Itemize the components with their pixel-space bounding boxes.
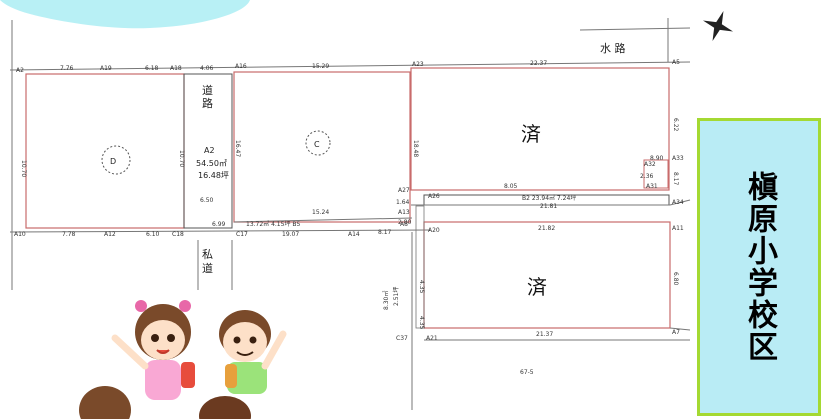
svg-text:7.76: 7.76 [60,65,74,72]
svg-text:A34: A34 [672,199,684,206]
svg-text:A8: A8 [400,221,408,228]
svg-text:A12: A12 [104,231,116,238]
lot-d-circle [101,145,131,175]
lot-sumi2-boundary [423,221,671,329]
svg-text:8.90: 8.90 [650,155,664,162]
private-road-label-1: 私 [202,248,213,261]
svg-text:A14: A14 [348,231,360,238]
svg-text:10.70: 10.70 [178,150,185,167]
waterway-label: 水 路 [600,42,626,55]
svg-text:A21: A21 [426,335,438,342]
road-label-1: 道 [202,83,213,97]
svg-text:A2: A2 [204,146,215,155]
svg-text:A33: A33 [672,155,684,162]
private-road-label-2: 道 [202,261,213,275]
svg-text:15.29: 15.29 [312,63,329,70]
side-area-tsubo: 2.51坪 [392,287,400,306]
svg-text:A31: A31 [646,183,658,190]
road-label-2: 路 [202,97,213,110]
compass-icon [702,10,734,42]
svg-text:6.50: 6.50 [200,197,214,204]
school-district-label: 槇原小学校区 [742,171,777,363]
b5-area: 13.72㎡ 4.15坪 B5 [246,220,300,228]
svg-text:A10: A10 [14,231,26,238]
svg-text:C37: C37 [396,335,408,342]
lot-sumi2-label: 済 [527,275,547,299]
svg-text:21.81: 21.81 [540,203,557,210]
svg-text:6.18: 6.18 [145,65,159,72]
lot-c-label: C [314,140,320,149]
svg-text:A19: A19 [100,65,112,72]
road-strip [183,73,233,229]
svg-text:19.07: 19.07 [282,231,299,238]
lot-d-label: D [110,157,116,166]
svg-text:4.06: 4.06 [200,65,214,72]
svg-text:C18: C18 [172,231,184,238]
svg-text:1.64: 1.64 [396,199,410,206]
svg-text:16.47: 16.47 [234,140,241,157]
side-area: 8.30㎡ [382,291,390,310]
svg-text:8.17: 8.17 [378,229,392,236]
svg-text:A27: A27 [398,187,410,194]
svg-text:A32: A32 [644,161,656,168]
road-area: 54.50㎡ [196,159,227,168]
svg-text:6.80: 6.80 [672,272,679,286]
svg-text:6.10: 6.10 [146,231,160,238]
svg-text:A23: A23 [412,61,424,68]
svg-text:21.37: 21.37 [536,331,553,338]
svg-text:A16: A16 [235,63,247,70]
children-illustration [79,300,287,419]
svg-text:7.78: 7.78 [62,231,76,238]
svg-text:2.36: 2.36 [640,173,654,180]
svg-text:15.24: 15.24 [312,209,329,216]
parcel-number: 67-5 [520,369,534,376]
lot-c-circle [305,130,331,156]
svg-text:A7: A7 [672,329,680,336]
lot-c-boundary [233,71,411,223]
svg-text:A13: A13 [398,209,410,216]
road-area-tsubo: 16.48坪 [198,171,229,180]
lot-sumi1-label: 済 [521,122,541,146]
svg-text:21.82: 21.82 [538,225,555,232]
svg-text:8.05: 8.05 [504,183,518,190]
svg-text:A18: A18 [170,65,182,72]
svg-text:A20: A20 [428,227,440,234]
svg-text:4.35: 4.35 [418,316,425,330]
svg-text:2.80: 2.80 [398,219,412,226]
svg-text:4.35: 4.35 [418,280,425,294]
school-district-box: 槇原小学校区 [697,118,821,416]
svg-text:6.22: 6.22 [672,118,679,132]
svg-text:10.70: 10.70 [20,160,27,177]
lot-sumi1-boundary [410,67,670,191]
svg-text:A2: A2 [16,67,24,74]
svg-text:A26: A26 [428,193,440,200]
svg-text:22.37: 22.37 [530,60,547,67]
svg-text:18.48: 18.48 [412,140,419,157]
svg-text:8.17: 8.17 [672,172,679,186]
svg-text:A11: A11 [672,225,684,232]
svg-text:6.99: 6.99 [212,221,226,228]
svg-text:C17: C17 [236,231,248,238]
b2-area: B2 23.94㎡ 7.24坪 [522,194,576,202]
svg-text:A5: A5 [672,59,680,66]
cloud-shape [0,0,250,29]
